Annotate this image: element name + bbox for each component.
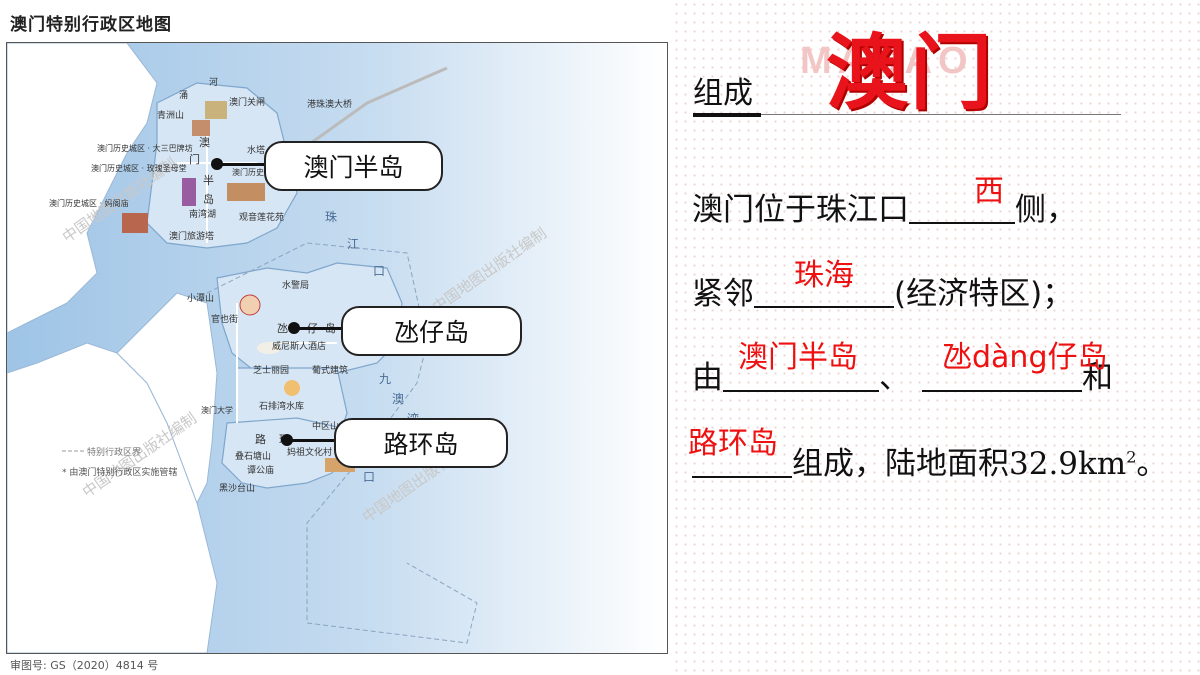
line-3-text-c: 和 (1082, 360, 1113, 396)
callout-taipa: 氹仔岛 (341, 306, 522, 356)
line-2-text-b: (经济特区)； (894, 276, 1074, 312)
answer-4: 氹dàng仔岛 (942, 340, 1108, 375)
panel-title-macau: 澳门 (826, 25, 995, 121)
coloane-land (221, 417, 348, 489)
line-3-text-b: 、 (879, 360, 910, 396)
label-univ: 澳门大学 (201, 405, 233, 415)
legend-note: * 由澳门特别行政区实施管辖 (62, 466, 177, 478)
callout-peninsula: 澳门半岛 (264, 141, 443, 191)
callout-line-taipa (294, 327, 344, 330)
map-approval-number: 审图号: GS（2020）4814 号 (10, 659, 159, 672)
landmark-food-icon (239, 294, 261, 316)
label-kou: 口 (373, 264, 385, 278)
label-lu: 路 (255, 433, 266, 446)
line-1-text-b: 侧， (1015, 192, 1077, 228)
label-site1: 澳门历史城区 · 大三巴牌坊 (97, 143, 193, 153)
label-site3: 澳门历史城区 · 妈阁庙 (49, 198, 129, 208)
line-1: 澳门位于珠江口 侧， (692, 184, 1077, 229)
hzmb-bridge (296, 66, 448, 155)
line-4-area: 32.9km (1009, 446, 1127, 482)
blank-4 (922, 360, 1082, 392)
label-mazu: 妈祖文化村 (287, 446, 332, 458)
line-4-end: 。 (1136, 446, 1168, 482)
landmark-egg-tart-icon (284, 380, 300, 396)
landmark-temple-icon (122, 213, 148, 233)
label-zhu: 珠 (325, 210, 337, 224)
map-frame: 中国地图出版社编制 中国地图出版社编制 中国地图出版社编制 中国地图出版社编制 … (6, 42, 668, 654)
label-site4: 澳门历史城区 (232, 167, 280, 177)
macao-watermark: MACAO (800, 40, 974, 82)
landmark-gate-icon (205, 101, 227, 119)
line-3: 由 、 和 (692, 352, 1113, 397)
label-guanye: 官也街 (211, 313, 238, 325)
callout-dot-taipa (288, 322, 300, 334)
label-bridge: 港珠澳大桥 (307, 98, 352, 110)
section-rule-accent (693, 113, 761, 117)
line-4-text-a: 组成，陆地面积 (792, 446, 1009, 482)
section-label: 组成 (693, 76, 753, 111)
hengqin-island (116, 292, 218, 505)
answer-5: 路环岛 (688, 426, 778, 461)
mainland-north (7, 43, 158, 334)
label-jiang: 江 (347, 237, 359, 251)
callout-dot-coloane (281, 434, 293, 446)
label-zhongshan: 中区山 (312, 420, 339, 432)
label-shixian: 石排湾水库 (259, 400, 304, 412)
label-tai: 氹 (277, 322, 288, 335)
label-pubu: 葡式建筑 (312, 364, 348, 376)
answer-3: 澳门半岛 (738, 340, 858, 375)
label-yong: 涌 (179, 90, 188, 101)
label-xiaotan: 小潭山 (187, 293, 214, 304)
label-kou2: 口 (363, 470, 375, 484)
line-2: 紧邻 (经济特区)； (692, 268, 1073, 313)
callout-line-peninsula (218, 163, 266, 166)
panel-dotted-background (672, 0, 1200, 675)
callout-coloane: 路环岛 (334, 418, 508, 468)
blank-3 (723, 360, 879, 392)
label-gate: 澳门关闸 (229, 96, 265, 108)
label-ban: 半 (203, 173, 214, 187)
label-diesheng: 叠石塘山 (235, 450, 271, 462)
blank-5 (692, 446, 792, 478)
label-police: 水警局 (282, 279, 309, 291)
answer-2: 珠海 (794, 258, 854, 293)
label-venetian: 威尼斯人酒店 (272, 340, 326, 352)
answer-1: 西 (974, 174, 1004, 209)
label-qingzhou: 青洲山 (157, 109, 184, 121)
line-1-text-a: 澳门位于珠江口 (692, 192, 909, 228)
label-men: 门 (189, 152, 200, 166)
landmark-ruins-icon (227, 183, 265, 201)
line-2-text-a: 紧邻 (692, 276, 754, 312)
line-4-sup: 2 (1126, 447, 1137, 467)
label-shuita: 水塔 (247, 144, 265, 156)
landmark-tower-icon (182, 178, 196, 206)
callout-line-coloane (287, 439, 337, 442)
map-title: 澳门特别行政区地图 (10, 15, 172, 35)
label-heishatai: 黑沙台山 (219, 482, 255, 494)
label-tangong: 谭公庙 (247, 464, 274, 476)
label-he: 河 (209, 76, 218, 88)
label-ao: 澳 (199, 136, 210, 149)
line-4: 组成，陆地面积32.9km2。 (692, 438, 1167, 483)
legend-boundary: 特别行政区界 (87, 446, 141, 458)
landmark-church-icon (192, 120, 210, 136)
label-nanwan: 南湾湖 (189, 208, 216, 220)
label-jiu: 九 (379, 372, 391, 386)
blank-2 (754, 276, 894, 308)
label-guanyin: 观音莲花苑 (239, 211, 284, 223)
label-site2: 澳门历史城区 · 玫瑰圣母堂 (91, 163, 187, 173)
label-dao: 岛 (203, 192, 214, 206)
label-zhizhi: 芝士丽园 (253, 364, 289, 376)
label-ao2: 澳 (392, 392, 404, 406)
macau-map: 中国地图出版社编制 中国地图出版社编制 中国地图出版社编制 中国地图出版社编制 … (7, 43, 667, 653)
label-tour: 澳门旅游塔 (169, 230, 214, 242)
section-rule (693, 114, 1121, 115)
callout-dot-peninsula (211, 158, 223, 170)
line-3-text-a: 由 (692, 360, 723, 396)
landmark-venetian-icon (257, 342, 281, 354)
blank-1 (909, 192, 1015, 224)
